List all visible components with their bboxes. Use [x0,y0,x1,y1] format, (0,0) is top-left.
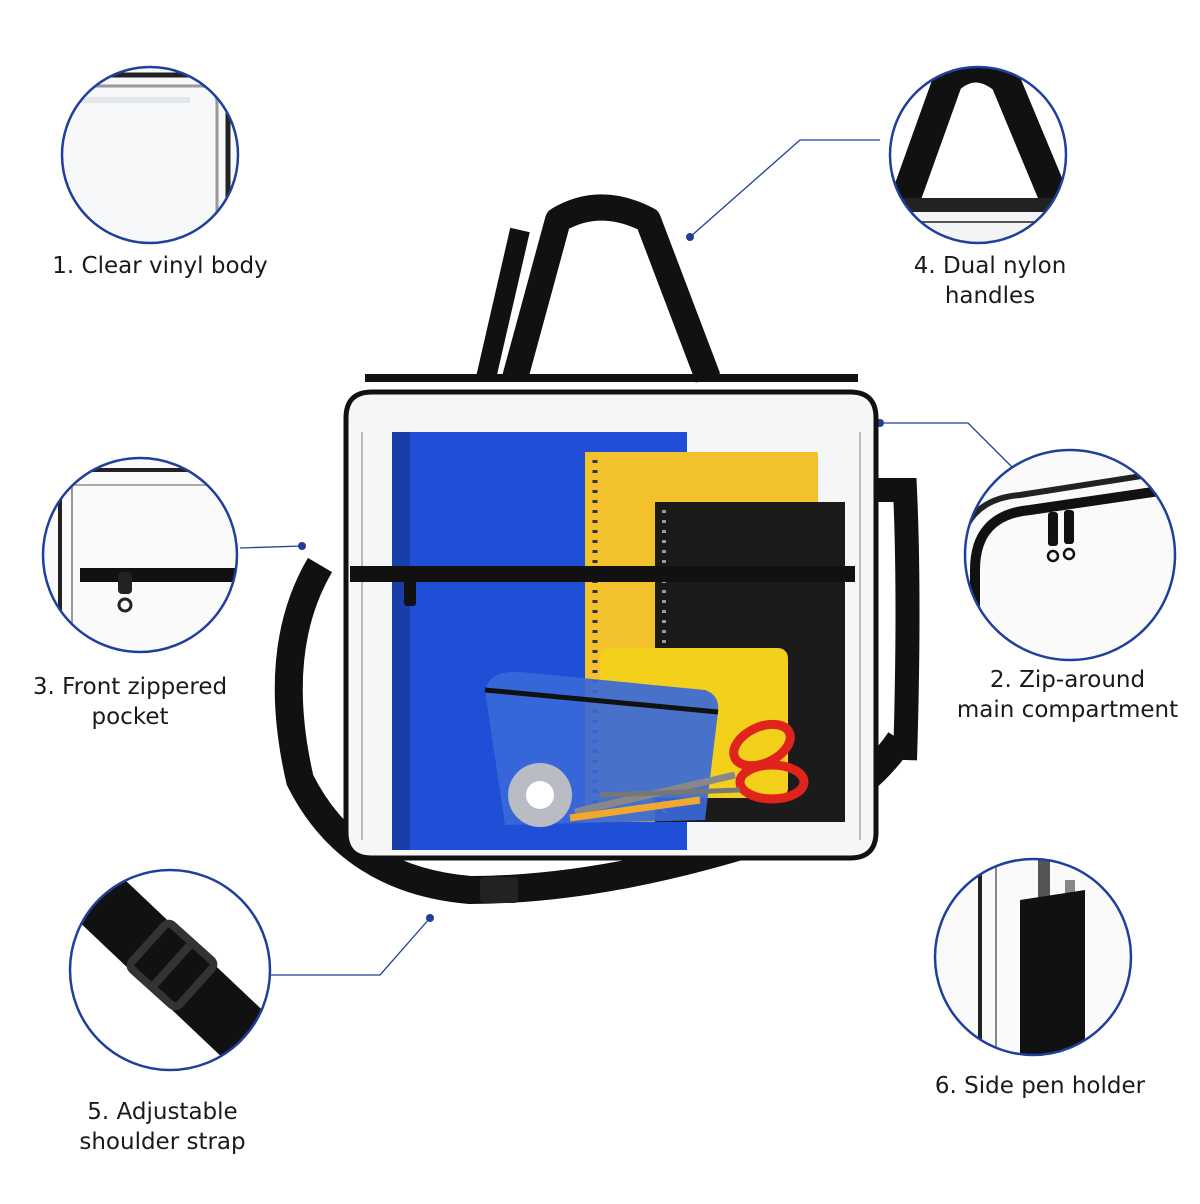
feature-label-line: main compartment [956,697,1179,723]
clear-messenger-bag-illustration [274,194,920,905]
feature-label-front-zippered-pocket: 3. Front zippered pocket [10,672,250,732]
feature-label-adjustable-shoulder-strap: 5. Adjustable shoulder strap [55,1097,270,1157]
feature-label-clear-vinyl-body: 1. Clear vinyl body [40,251,280,281]
leader-lines [239,139,1016,976]
front-pocket-zipper [350,566,855,582]
detail-clear-vinyl-corner-icon [60,65,240,245]
leader-dot [686,233,694,241]
feature-label-side-pen-holder: 6. Side pen holder [925,1071,1155,1101]
feature-label-line: 1. Clear vinyl body [52,253,268,279]
leader-line-handles [689,139,880,238]
leader-line-zip-compartment [880,422,1016,471]
feature-label-dual-nylon-handles: 4. Dual nylon handles [880,251,1100,311]
feature-label-line: pocket [91,704,169,730]
scissors [574,719,809,816]
bag-handle [502,194,721,383]
feature-label-line: shoulder strap [79,1129,246,1155]
strap-buckle [480,877,518,903]
detail-front-zipper-pocket-icon [41,456,239,654]
detail-strap-buckle-icon [68,868,272,1072]
feature-label-line: 6. Side pen holder [934,1073,1146,1099]
feature-label-line: 2. Zip-around [989,667,1146,693]
feature-label-line: 5. Adjustable [87,1099,238,1125]
feature-label-zip-around-main-compartment: 2. Zip-around main compartment [945,665,1190,725]
feature-label-line: 3. Front zippered [32,674,228,700]
leader-line-front-pocket [239,545,303,549]
feature-label-line: 4. Dual nylon [913,253,1067,279]
detail-nylon-handle-icon [888,65,1068,245]
detail-pen-holder-icon [933,857,1133,1057]
feature-label-line: handles [944,283,1036,309]
leader-dot [426,914,434,922]
pencil [569,796,701,822]
bag-handle-back [476,227,530,381]
leader-dot [298,542,306,550]
detail-double-zipper-icon [963,448,1177,662]
leader-line-strap [250,917,431,976]
